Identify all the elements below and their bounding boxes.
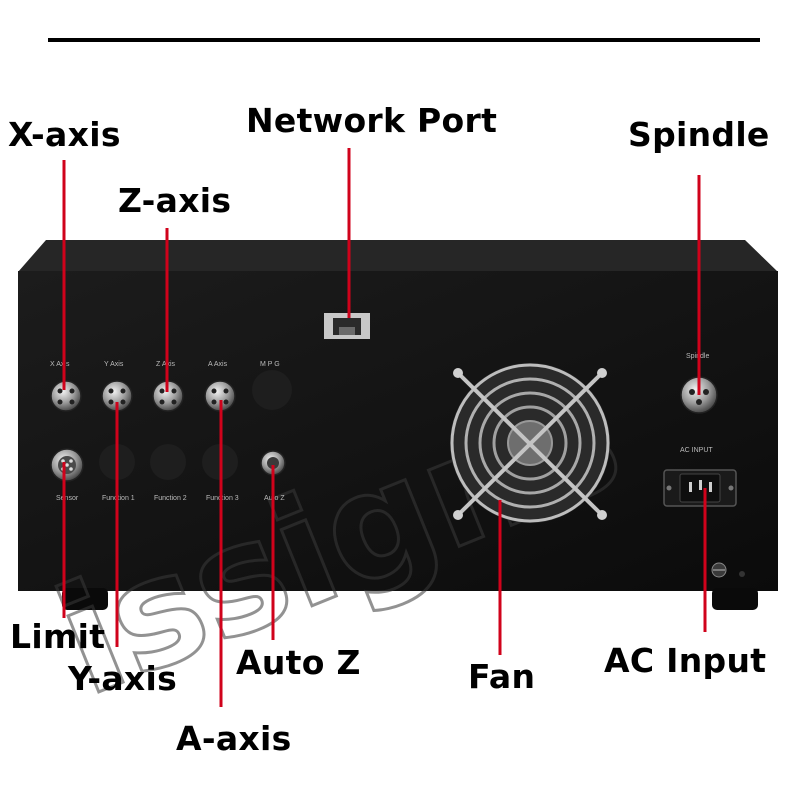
callout-x-axis: X-axis	[8, 115, 121, 154]
panel-label-sensor: Sensor	[56, 495, 79, 502]
callout-z-axis: Z-axis	[118, 181, 232, 220]
y-axis-connector	[101, 380, 133, 412]
callout-spindle: Spindle	[628, 115, 770, 154]
callout-y-axis: Y-axis	[68, 659, 178, 698]
auto-z-connector	[260, 450, 286, 476]
panel-label-x-axis: X Axis	[50, 361, 70, 368]
callout-auto-z: Auto Z	[236, 643, 361, 682]
function2-port-cover	[150, 444, 186, 480]
panel-label-auto-z: Auto Z	[264, 495, 285, 502]
cabinet-foot-left	[62, 588, 108, 610]
network-port-jack	[324, 313, 370, 339]
panel-label-function2: Function 2	[154, 495, 187, 502]
panel-label-ac-input: AC INPUT	[680, 447, 713, 454]
leader-lines	[62, 148, 707, 707]
limit-sensor-connector	[50, 448, 84, 482]
panel-label-y-axis: Y Axis	[104, 361, 124, 368]
callout-network-port: Network Port	[246, 101, 498, 140]
callout-limit: Limit	[10, 617, 106, 656]
callout-ac-input: AC Input	[604, 641, 767, 680]
panel-label-mpg: M P G	[260, 361, 280, 368]
top-divider	[48, 38, 760, 42]
ac-input-socket	[663, 469, 737, 507]
mpg-port-cover	[252, 370, 292, 410]
cabinet-foot-right	[712, 588, 758, 610]
cabinet-top-surface	[18, 240, 778, 272]
panel-label-a-axis: A Axis	[208, 361, 228, 368]
cooling-fan	[450, 363, 610, 523]
cabinet-back-face	[18, 271, 778, 591]
callout-fan: Fan	[468, 657, 536, 696]
callout-a-axis: A-axis	[176, 719, 292, 758]
ground-terminal	[711, 562, 745, 578]
x-axis-connector	[50, 380, 82, 412]
